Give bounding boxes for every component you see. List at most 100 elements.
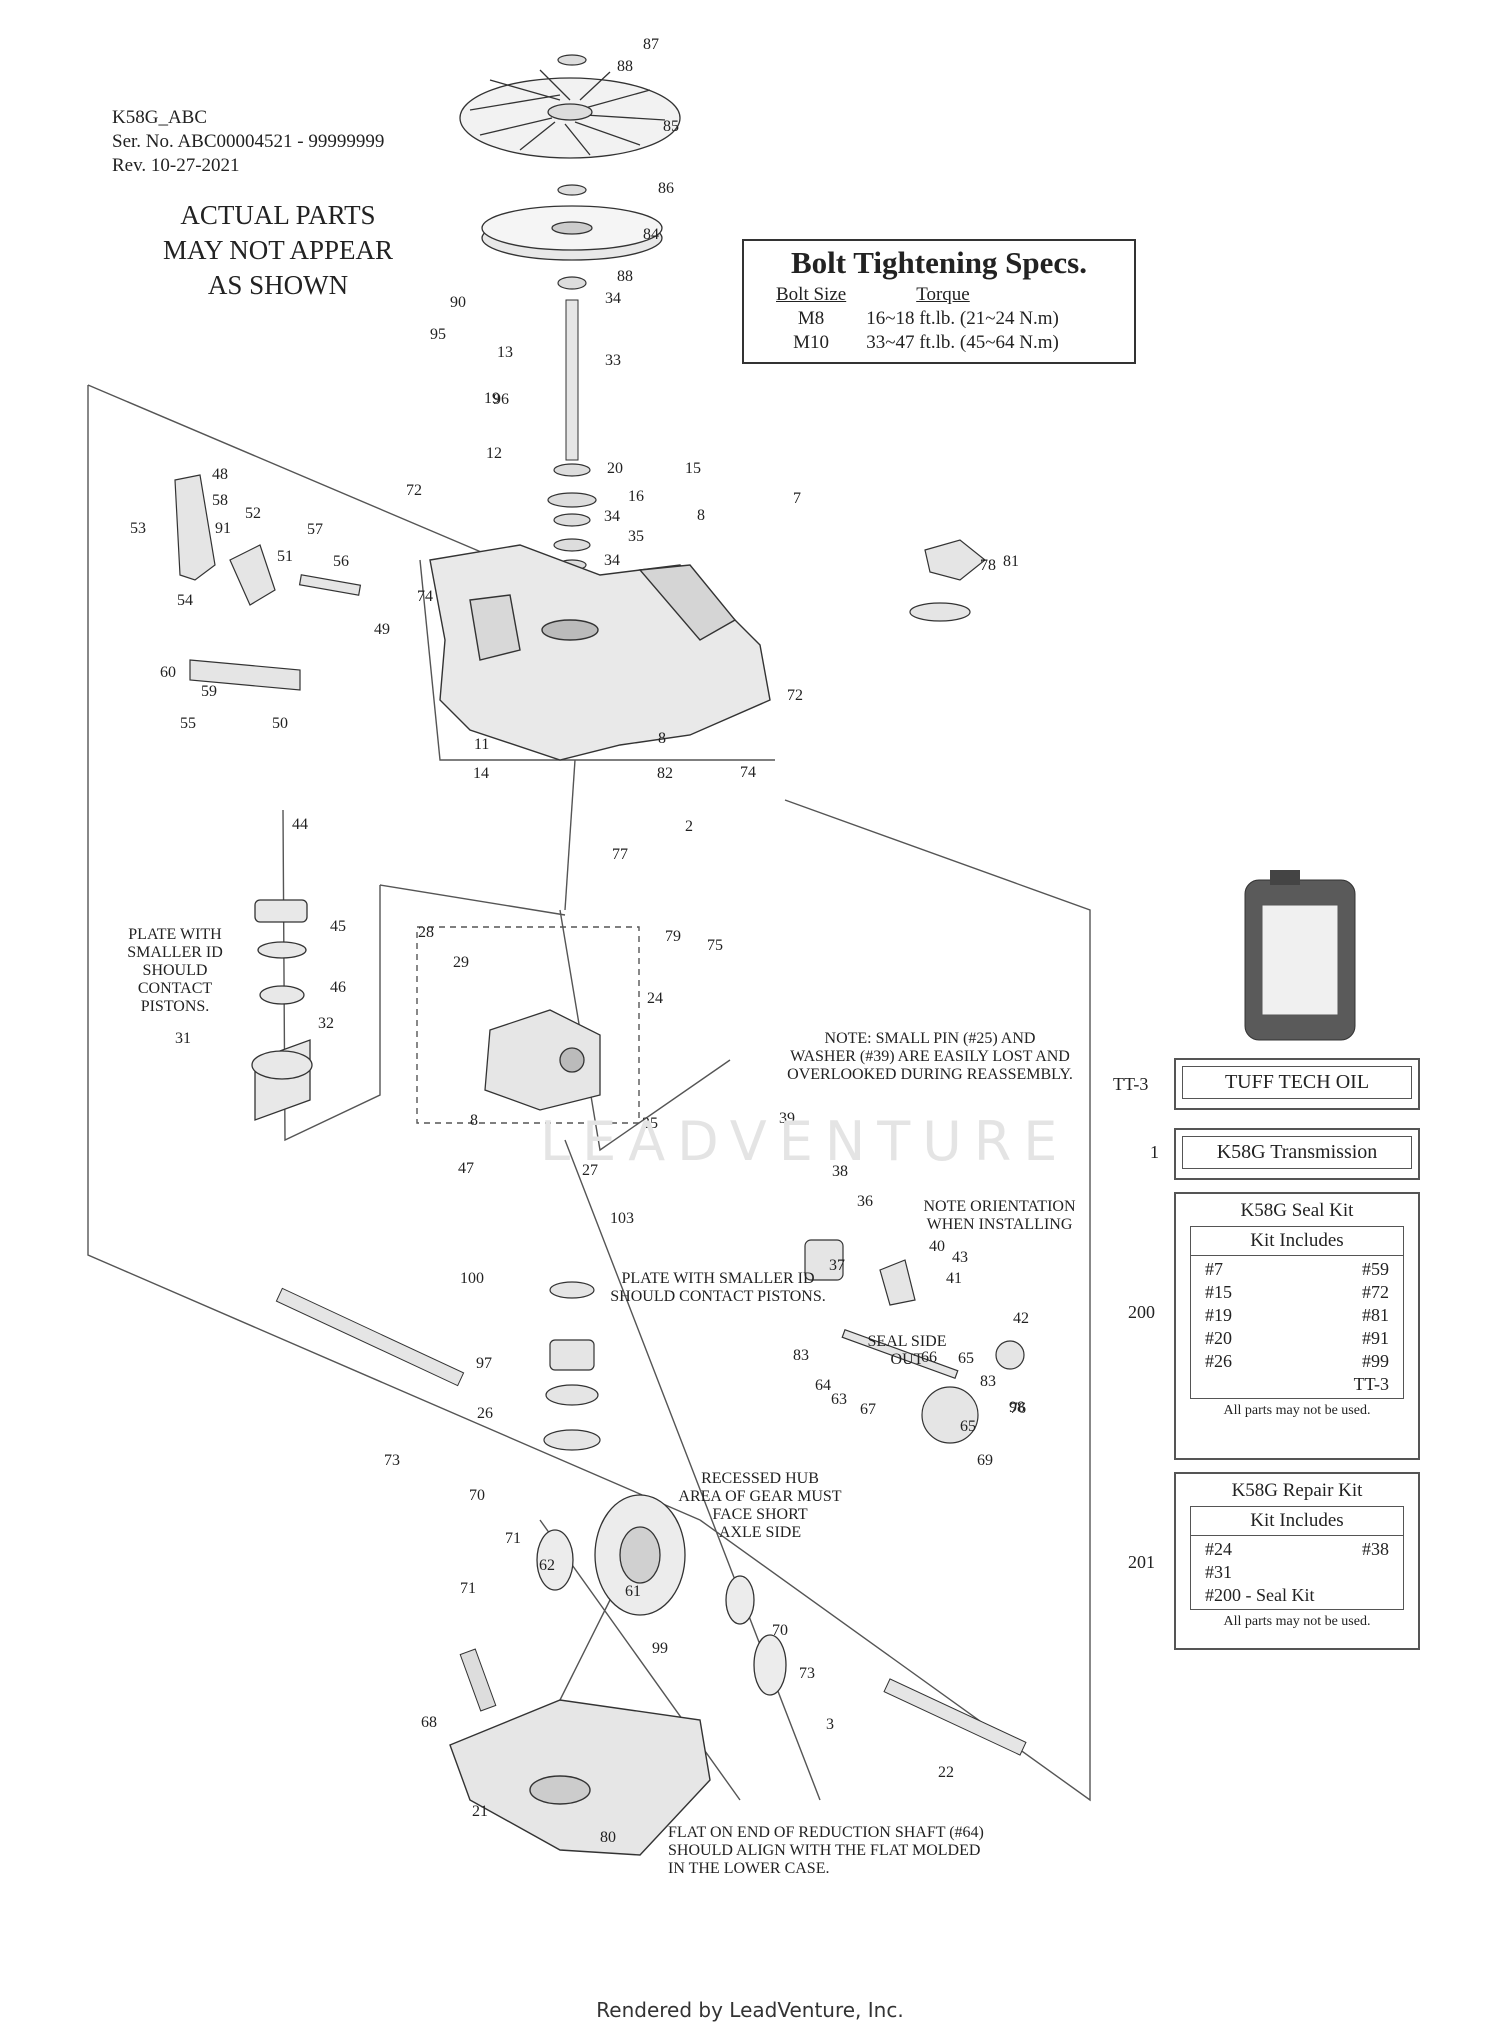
part-number-label[interactable]: 64 bbox=[815, 1377, 831, 1394]
part-number-label[interactable]: 7 bbox=[793, 490, 801, 507]
part-number-label[interactable]: 59 bbox=[201, 683, 217, 700]
part-number-label[interactable]: 3 bbox=[826, 1716, 834, 1733]
part-number-label[interactable]: 72 bbox=[406, 482, 422, 499]
part-number-label[interactable]: 52 bbox=[245, 505, 261, 522]
part-number-label[interactable]: 20 bbox=[607, 460, 623, 477]
part-number-label[interactable]: 2 bbox=[685, 818, 693, 835]
part-number-label[interactable]: 74 bbox=[417, 588, 433, 605]
part-number-label[interactable]: 56 bbox=[333, 553, 349, 570]
part-number-label[interactable]: 53 bbox=[130, 520, 146, 537]
part-number-label[interactable]: 25 bbox=[642, 1115, 658, 1132]
part-number-label[interactable]: 90 bbox=[450, 294, 466, 311]
part-number-label[interactable]: 46 bbox=[330, 979, 346, 996]
part-number-label[interactable]: 58 bbox=[212, 492, 228, 509]
part-number-label[interactable]: 96 bbox=[493, 391, 509, 408]
part-number-label[interactable]: 98 bbox=[1009, 1399, 1025, 1416]
part-number-label[interactable]: 86 bbox=[658, 180, 674, 197]
part-number-label[interactable]: 57 bbox=[307, 521, 323, 538]
part-number-label[interactable]: 32 bbox=[318, 1015, 334, 1032]
part-number-label[interactable]: 34 bbox=[605, 290, 621, 307]
part-number-label[interactable]: 19 bbox=[484, 390, 500, 407]
repair-kit-box[interactable]: K58G Repair Kit Kit Includes #24 #38 #31… bbox=[1174, 1472, 1420, 1650]
part-number-label[interactable]: 8 bbox=[658, 730, 666, 747]
part-number-label[interactable]: 85 bbox=[663, 118, 679, 135]
part-number-label[interactable]: 61 bbox=[625, 1583, 641, 1600]
part-number-label[interactable]: 67 bbox=[860, 1401, 876, 1418]
part-number-label[interactable]: 26 bbox=[477, 1405, 493, 1422]
part-number-label[interactable]: 14 bbox=[473, 765, 489, 782]
part-number-label[interactable]: 68 bbox=[421, 1714, 437, 1731]
part-number-label[interactable]: 63 bbox=[831, 1391, 847, 1408]
part-number-label[interactable]: 100 bbox=[460, 1270, 484, 1287]
part-number-label[interactable]: 11 bbox=[474, 736, 490, 753]
part-number-label[interactable]: 97 bbox=[476, 1355, 492, 1372]
part-number-label[interactable]: 73 bbox=[799, 1665, 815, 1682]
part-number-label[interactable]: 34 bbox=[604, 508, 620, 525]
part-number-label[interactable]: 22 bbox=[938, 1764, 954, 1781]
part-number-label[interactable]: 24 bbox=[647, 990, 663, 1007]
part-number-label[interactable]: 35 bbox=[628, 528, 644, 545]
part-number-label[interactable]: 76 bbox=[1010, 1400, 1026, 1417]
part-number-label[interactable]: 36 bbox=[857, 1193, 873, 1210]
part-number-label[interactable]: 12 bbox=[486, 445, 502, 462]
part-number-label[interactable]: 83 bbox=[980, 1373, 996, 1390]
part-number-label[interactable]: 95 bbox=[430, 326, 446, 343]
part-number-label[interactable]: 33 bbox=[605, 352, 621, 369]
part-number-label[interactable]: 15 bbox=[685, 460, 701, 477]
part-number-label[interactable]: 78 bbox=[980, 557, 996, 574]
part-number-label[interactable]: 65 bbox=[958, 1350, 974, 1367]
part-number-label[interactable]: 31 bbox=[175, 1030, 191, 1047]
part-number-label[interactable]: 73 bbox=[384, 1452, 400, 1469]
part-number-label[interactable]: 45 bbox=[330, 918, 346, 935]
part-number-label[interactable]: 13 bbox=[497, 344, 513, 361]
part-number-label[interactable]: 48 bbox=[212, 466, 228, 483]
part-number-label[interactable]: 88 bbox=[617, 58, 633, 75]
seal-kit-box[interactable]: K58G Seal Kit Kit Includes #7 #59 #15 #7… bbox=[1174, 1192, 1420, 1460]
part-number-label[interactable]: 88 bbox=[617, 268, 633, 285]
part-number-label[interactable]: 29 bbox=[453, 954, 469, 971]
part-number-label[interactable]: 16 bbox=[628, 488, 644, 505]
part-number-label[interactable]: 28 bbox=[418, 924, 434, 941]
part-number-label[interactable]: 75 bbox=[707, 937, 723, 954]
part-number-label[interactable]: 44 bbox=[292, 816, 308, 833]
part-number-label[interactable]: 77 bbox=[612, 846, 628, 863]
part-number-label[interactable]: 69 bbox=[977, 1452, 993, 1469]
part-number-label[interactable]: 87 bbox=[643, 36, 659, 53]
part-number-label[interactable]: 72 bbox=[787, 687, 803, 704]
part-number-label[interactable]: 83 bbox=[793, 1347, 809, 1364]
part-number-label[interactable]: 66 bbox=[921, 1349, 937, 1366]
part-number-label[interactable]: 47 bbox=[458, 1160, 474, 1177]
oil-item-box[interactable]: TUFF TECH OIL bbox=[1174, 1058, 1420, 1110]
part-number-label[interactable]: 91 bbox=[215, 520, 231, 537]
part-number-label[interactable]: 38 bbox=[832, 1163, 848, 1180]
part-number-label[interactable]: 42 bbox=[1013, 1310, 1029, 1327]
part-number-label[interactable]: 70 bbox=[772, 1622, 788, 1639]
part-number-label[interactable]: 21 bbox=[472, 1803, 488, 1820]
part-number-label[interactable]: 62 bbox=[539, 1557, 555, 1574]
part-number-label[interactable]: 60 bbox=[160, 664, 176, 681]
part-number-label[interactable]: 27 bbox=[582, 1162, 598, 1179]
part-number-label[interactable]: 71 bbox=[460, 1580, 476, 1597]
part-number-label[interactable]: 84 bbox=[643, 226, 659, 243]
part-number-label[interactable]: 41 bbox=[946, 1270, 962, 1287]
part-number-label[interactable]: 51 bbox=[277, 548, 293, 565]
part-number-label[interactable]: 40 bbox=[929, 1238, 945, 1255]
part-number-label[interactable]: 71 bbox=[505, 1530, 521, 1547]
part-number-label[interactable]: 65 bbox=[960, 1418, 976, 1435]
part-number-label[interactable]: 50 bbox=[272, 715, 288, 732]
part-number-label[interactable]: 103 bbox=[610, 1210, 634, 1227]
part-number-label[interactable]: 79 bbox=[665, 928, 681, 945]
part-number-label[interactable]: 80 bbox=[600, 1829, 616, 1846]
part-number-label[interactable]: 8 bbox=[470, 1112, 478, 1129]
part-number-label[interactable]: 43 bbox=[952, 1249, 968, 1266]
part-number-label[interactable]: 39 bbox=[779, 1110, 795, 1127]
part-number-label[interactable]: 82 bbox=[657, 765, 673, 782]
part-number-label[interactable]: 81 bbox=[1003, 553, 1019, 570]
part-number-label[interactable]: 55 bbox=[180, 715, 196, 732]
part-number-label[interactable]: 70 bbox=[469, 1487, 485, 1504]
part-number-label[interactable]: 99 bbox=[652, 1640, 668, 1657]
transmission-item-box[interactable]: K58G Transmission bbox=[1174, 1128, 1420, 1180]
part-number-label[interactable]: 49 bbox=[374, 621, 390, 638]
part-number-label[interactable]: 34 bbox=[604, 552, 620, 569]
part-number-label[interactable]: 37 bbox=[829, 1257, 845, 1274]
